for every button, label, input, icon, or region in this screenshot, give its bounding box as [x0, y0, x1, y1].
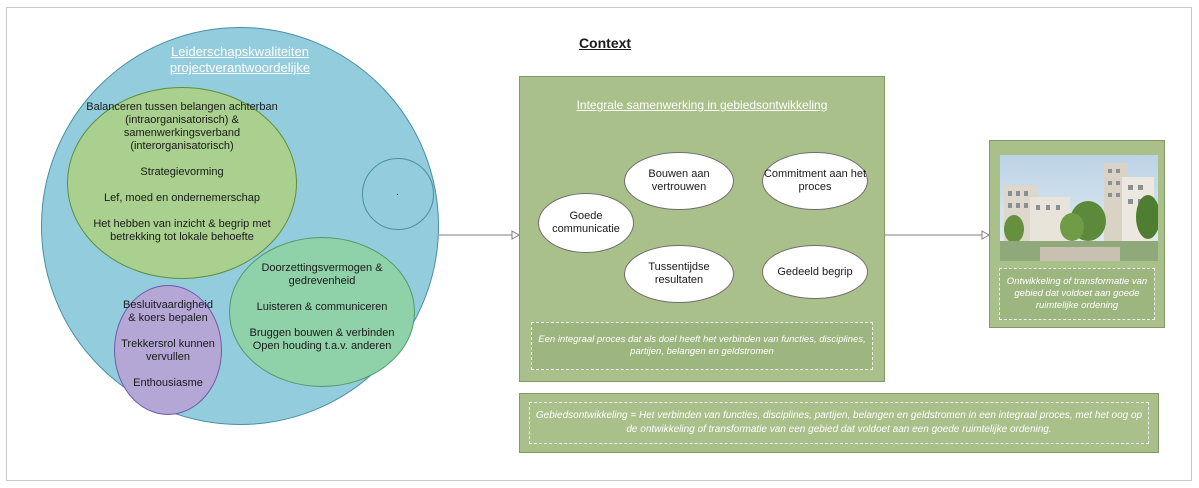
oval-bouwen-aan-vertrouwen: Bouwen aan vertrouwen — [624, 152, 734, 210]
quality-strategievorming: Strategievorming — [140, 166, 224, 178]
quality-doorzetting: Doorzettingsvermogen & gedrevenheid — [261, 262, 383, 287]
collaboration-title: Integrale samenwerking in gebiedsontwikk… — [576, 98, 828, 112]
leadership-title-line1: Leiderschapskwaliteiten — [170, 44, 310, 59]
leadership-title: Leiderschapskwaliteiten projectverantwoo… — [130, 44, 350, 76]
quality-bruggen: Bruggen bouwen & verbinden — [249, 327, 395, 339]
arrowhead-right — [981, 230, 991, 240]
oval-gedeeld-begrip: Gedeeld begrip — [762, 245, 868, 299]
small-circle-label: . — [396, 187, 399, 198]
small-circle — [362, 158, 434, 230]
oval-goede-communicatie: Goede communicatie — [538, 193, 634, 253]
diagram-title: Context — [578, 35, 632, 51]
quality-trekkersrol: Trekkersrol kunnen vervullen — [121, 338, 215, 363]
definition-text: Gebiedsontwikkeling = Het verbinden van … — [529, 402, 1149, 444]
quality-besluitvaardigheid: Besluitvaardigheid & koers bepalen — [123, 299, 213, 324]
quality-enthousiasme: Enthousiasme — [133, 377, 203, 389]
green-ellipse — [67, 87, 297, 279]
oval-tussentijdse-resultaten: Tussentijdse resultaten — [624, 245, 734, 303]
leadership-title-line2: projectverantwoordelijke — [169, 60, 311, 75]
arrowhead-left — [511, 230, 521, 240]
quality-open-houding: Open houding t.a.v. anderen — [252, 340, 392, 352]
purple-ellipse — [114, 285, 222, 415]
quality-lef: Lef, moed en ondernemerschap — [104, 192, 260, 204]
teal-ellipse — [229, 237, 415, 387]
teal-ellipse-text: Doorzettingsvermogen & gedrevenheid Luis… — [244, 262, 400, 353]
oval-commitment: Commitment aan het proces — [762, 152, 868, 210]
green-ellipse-text: Balanceren tussen belangen achterban (in… — [82, 101, 282, 244]
quality-inzicht: Het hebben van inzicht & begrip met betr… — [93, 218, 271, 243]
quality-balanceren: Balanceren tussen belangen achterban (in… — [86, 101, 278, 152]
collaboration-description: Een integraal proces dat als doel heeft … — [531, 322, 873, 370]
quality-luisteren: Luisteren & communiceren — [256, 301, 388, 313]
result-caption: Ontwikkeling of transformatie van gebied… — [999, 268, 1155, 320]
urban-development-photo — [1000, 155, 1158, 261]
purple-ellipse-text: Besluitvaardigheid & koers bepalen Trekk… — [118, 299, 218, 390]
